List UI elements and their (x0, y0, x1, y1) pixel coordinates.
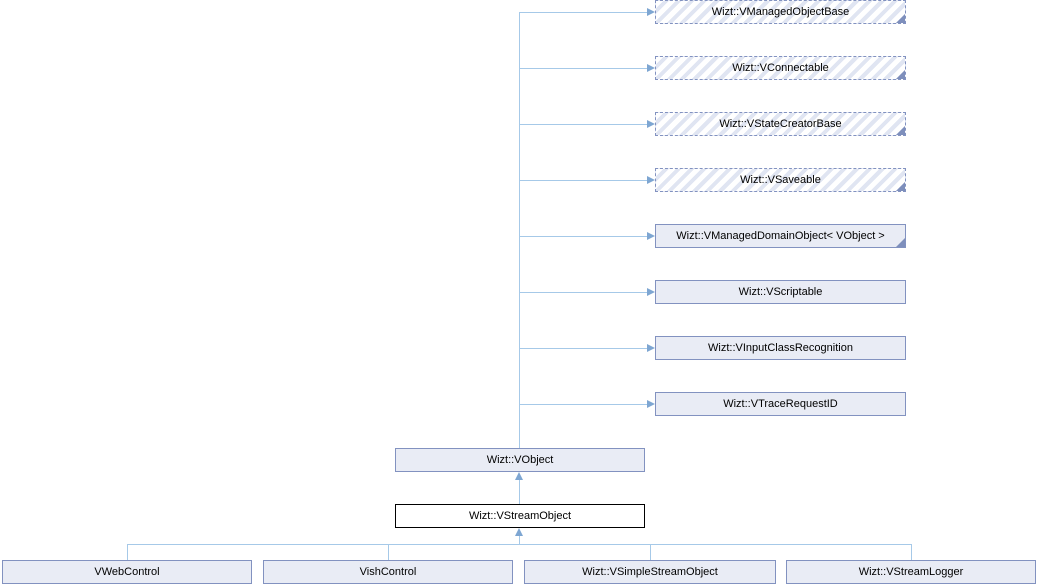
arrowhead-vstreamobject-icon (515, 528, 523, 536)
truncation-fold-icon (896, 14, 905, 23)
class-name: Wizt::VInputClassRecognition (708, 342, 853, 354)
edge-base-branch-3 (519, 180, 647, 181)
class-name: VishControl (359, 566, 417, 578)
arrowhead-base-2-icon (647, 120, 655, 128)
class-name: Wizt::VConnectable (732, 62, 829, 74)
arrowhead-base-6-icon (647, 344, 655, 352)
edge-base-branch-4 (519, 236, 647, 237)
node-vsimplestreamobject[interactable]: Wizt::VSimpleStreamObject (524, 560, 776, 584)
node-vstreamlogger[interactable]: Wizt::VStreamLogger (786, 560, 1036, 584)
edge-child-stub-vwebcontrol (127, 544, 128, 560)
node-vishcontrol[interactable]: VishControl (263, 560, 513, 584)
node-vscriptable[interactable]: Wizt::VScriptable (655, 280, 906, 304)
class-name: Wizt::VStreamObject (468, 510, 572, 522)
arrowhead-base-3-icon (647, 176, 655, 184)
arrowhead-base-5-icon (647, 288, 655, 296)
arrowhead-base-1-icon (647, 64, 655, 72)
edge-children-rail (127, 544, 912, 545)
node-vwebcontrol[interactable]: VWebControl (2, 560, 252, 584)
arrowhead-base-7-icon (647, 400, 655, 408)
edge-base-branch-1 (519, 68, 647, 69)
arrowhead-vobject-icon (515, 472, 523, 480)
class-name: Wizt::VSimpleStreamObject (582, 566, 718, 578)
node-vmanagedobjectbase[interactable]: Wizt::VManagedObjectBase (655, 0, 906, 24)
truncation-fold-icon (896, 70, 905, 79)
class-name: Wizt::VManagedObjectBase (711, 6, 850, 18)
edge-base-branch-2 (519, 124, 647, 125)
edge-child-stub-vsimplestreamobject (650, 544, 651, 560)
node-vsaveable[interactable]: Wizt::VSaveable (655, 168, 906, 192)
edge-vobject-bases-trunk (519, 12, 520, 448)
truncation-fold-icon (896, 238, 905, 247)
edge-children-trunk (519, 536, 520, 544)
edge-base-branch-6 (519, 348, 647, 349)
edge-child-stub-vishcontrol (388, 544, 389, 560)
node-vobject[interactable]: Wizt::VObject (395, 448, 645, 472)
edge-child-stub-vstreamlogger (911, 544, 912, 560)
edge-base-branch-7 (519, 404, 647, 405)
class-name: Wizt::VTraceRequestID (723, 398, 838, 410)
node-vstreamobject: Wizt::VStreamObject (395, 504, 645, 528)
class-name: Wizt::VScriptable (738, 286, 823, 298)
truncation-fold-icon (896, 126, 905, 135)
class-name: Wizt::VObject (486, 454, 554, 466)
class-name: Wizt::VStateCreatorBase (719, 118, 842, 130)
arrowhead-base-4-icon (647, 232, 655, 240)
node-vinputclassrecognition[interactable]: Wizt::VInputClassRecognition (655, 336, 906, 360)
node-vconnectable[interactable]: Wizt::VConnectable (655, 56, 906, 80)
class-name: VWebControl (94, 566, 160, 578)
edge-vstreamobject-vobject (519, 480, 520, 504)
node-vstatecreatorbase[interactable]: Wizt::VStateCreatorBase (655, 112, 906, 136)
class-name: Wizt::VSaveable (740, 174, 821, 186)
arrowhead-base-0-icon (647, 8, 655, 16)
edge-base-branch-5 (519, 292, 647, 293)
truncation-fold-icon (896, 182, 905, 191)
edge-base-branch-0 (519, 12, 647, 13)
node-vtracerequestid[interactable]: Wizt::VTraceRequestID (655, 392, 906, 416)
class-name: Wizt::VManagedDomainObject< VObject > (676, 230, 885, 242)
class-name: Wizt::VStreamLogger (858, 566, 964, 578)
node-vmanageddomainobject[interactable]: Wizt::VManagedDomainObject< VObject > (655, 224, 906, 248)
